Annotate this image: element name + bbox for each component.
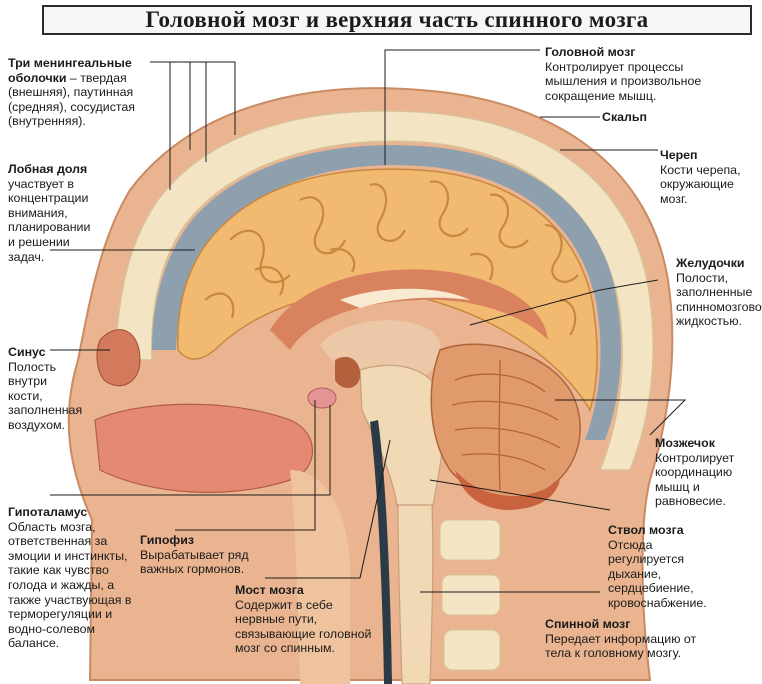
label-pons-desc: Содержит в себе нервные пути, связывающи… [235,597,372,656]
label-pituitary-name: Гипофиз [140,533,195,547]
label-spinal-name: Спинной мозг [545,617,631,631]
label-skull: Череп Кости черепа, окружающие мозг. [660,148,755,206]
label-spinal-desc: Передает информацию от тела к головному … [545,631,697,661]
label-hypothalamus-desc: Область мозга, ответственная за эмоции и… [8,519,132,651]
ventricle [340,288,470,308]
label-hypothalamus-name: Гипоталамус [8,505,88,519]
label-pons-name: Мост мозга [235,583,304,597]
vertebrae [439,519,501,671]
label-cerebellum-desc: Контролирует координацию мышц и равновес… [655,450,735,509]
gyri-lines [204,180,579,336]
spinal-cord [397,504,434,684]
label-hypothalamus: Гипоталамус Область мозга, ответственная… [8,505,138,651]
label-frontal: Лобная доля участвует в концентрации вни… [8,162,91,264]
label-brain-desc: Контролирует процессы мышления и произво… [545,59,702,103]
spinal-canal [370,420,392,684]
label-pituitary-desc: Вырабатывает ряд важных гормонов. [140,547,249,577]
label-scalp: Скальп [602,110,692,125]
label-scalp-name: Скальп [602,110,648,124]
label-ventricles-name: Желудочки [676,256,745,270]
label-brainstem: Ствол мозга Отсюда регулируется дыхание,… [608,523,728,611]
label-spinal: Спинной мозг Передает информацию от тела… [545,617,715,661]
cerebellum-folia [451,359,561,491]
label-brain: Головной мозг Контролирует процессы мышл… [545,45,720,103]
label-sinus-desc: Полость внутри кости, заполненная воздух… [8,359,83,432]
corpus-callosum [270,269,548,350]
label-meninges-desc: – твердая (внешняя), паутинная (средняя)… [8,70,136,129]
label-meninges-name: Три менингеальные оболочки [8,56,132,85]
label-cerebellum-name: Мозжечок [655,436,715,450]
label-sinus: Синус Полость внутри кости, заполненная … [8,345,82,433]
label-pons: Мост мозга Содержит в себе нервные пути,… [235,583,385,656]
cerebellum-base [455,470,560,510]
label-ventricles-desc: Полости, заполненные спинномозговой жидк… [676,270,762,329]
label-frontal-desc: участвует в концентрации внимания, плани… [8,176,91,264]
pituitary-gland [307,387,337,409]
label-skull-desc: Кости черепа, окружающие мозг. [660,162,741,206]
label-sinus-name: Синус [8,345,46,359]
leader-lines [50,49,687,593]
nasal-cavity [94,403,313,493]
title-box: Головной мозг и верхняя часть спинного м… [42,5,752,35]
label-ventricles: Желудочки Полости, заполненные спинномоз… [676,256,762,329]
label-meninges: Три менингеальные оболочки – твердая (вн… [8,56,153,129]
hypothalamus-region [335,356,361,388]
skull-bone [114,110,654,471]
label-pituitary: Гипофиз Вырабатывает ряд важных гормонов… [140,533,265,577]
label-brainstem-name: Ствол мозга [608,523,684,537]
label-brainstem-desc: Отсюда регулируется дыхание, сердцебиени… [608,537,707,610]
label-frontal-name: Лобная доля [8,162,88,176]
label-brain-name: Головной мозг [545,45,636,59]
label-cerebellum: Мозжечок Контролирует координацию мышц и… [655,436,755,509]
label-skull-name: Череп [660,148,698,162]
sinus-cavity [96,329,141,387]
throat [290,470,350,684]
page-title: Головной мозг и верхняя часть спинного м… [145,7,649,32]
